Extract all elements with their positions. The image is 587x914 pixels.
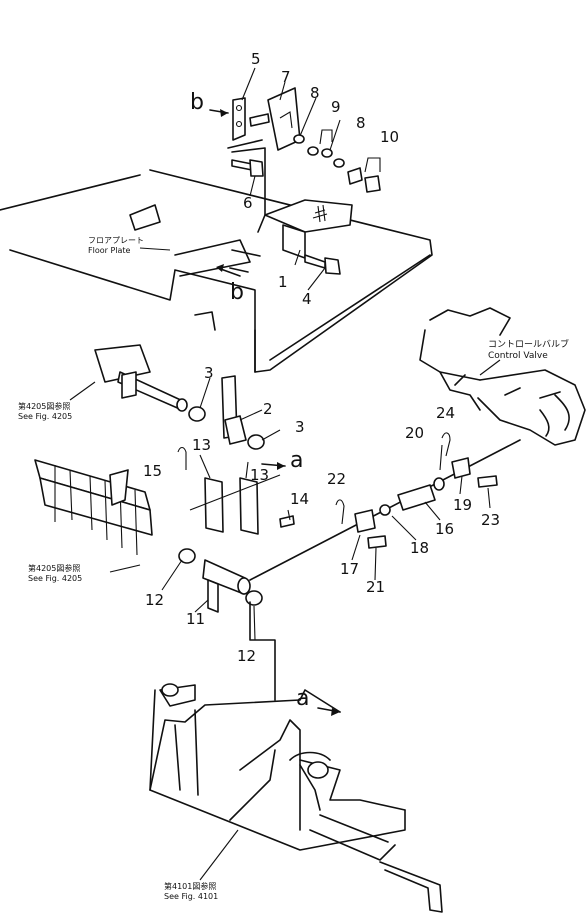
ref2-jp: 第4205図参照 bbox=[28, 564, 81, 573]
callout-3a: 3 bbox=[204, 364, 214, 382]
bolt-hardware-top bbox=[231, 113, 381, 275]
ref1-en: See Fig. 4205 bbox=[18, 412, 73, 421]
callout-8a: 8 bbox=[310, 84, 320, 102]
see-fig-4101: 第4101図参照 See Fig. 4101 bbox=[164, 882, 218, 902]
ref2-en: See Fig. 4205 bbox=[28, 574, 83, 583]
center-lever-parts bbox=[178, 375, 295, 613]
callout-24: 24 bbox=[436, 404, 456, 422]
callout-2: 2 bbox=[263, 400, 273, 418]
callout-9: 9 bbox=[331, 98, 341, 116]
floor-plate-label: フロアプレート Floor Plate bbox=[88, 236, 144, 256]
floor-plate bbox=[0, 169, 433, 373]
callout-18: 18 bbox=[410, 539, 430, 557]
rod-linkage bbox=[177, 432, 521, 581]
left-shaft-lower bbox=[34, 459, 153, 556]
callout-12b: 12 bbox=[237, 647, 257, 665]
section-mark-b-top: b bbox=[190, 90, 204, 115]
control-valve bbox=[419, 307, 586, 446]
control-valve-label: コントロールバルブ Control Valve bbox=[488, 340, 569, 362]
callout-12a: 12 bbox=[145, 591, 165, 609]
callout-10: 10 bbox=[380, 128, 400, 146]
floor-plate-en: Floor Plate bbox=[88, 246, 131, 255]
callout-7: 7 bbox=[281, 68, 291, 86]
callout-5: 5 bbox=[251, 50, 261, 68]
callout-23: 23 bbox=[481, 511, 501, 529]
control-valve-jp: コントロールバルブ bbox=[488, 340, 570, 350]
leader-lines bbox=[69, 67, 501, 881]
callout-19: 19 bbox=[453, 496, 473, 514]
left-shaft-upper bbox=[94, 344, 188, 412]
callout-14: 14 bbox=[290, 490, 310, 508]
lower-frame bbox=[149, 601, 443, 913]
callout-20: 20 bbox=[405, 424, 425, 442]
callout-1: 1 bbox=[278, 273, 288, 291]
callout-6: 6 bbox=[243, 194, 253, 212]
callout-13b: 13 bbox=[250, 466, 270, 484]
see-fig-4205-lower: 第4205図参照 See Fig. 4205 bbox=[28, 564, 82, 584]
control-valve-en: Control Valve bbox=[488, 351, 548, 361]
callout-3b: 3 bbox=[295, 418, 305, 436]
see-fig-4205-upper: 第4205図参照 See Fig. 4205 bbox=[18, 402, 72, 422]
ref3-en: See Fig. 4101 bbox=[164, 892, 219, 901]
section-a-arrows bbox=[261, 462, 341, 716]
section-mark-b-bottom: b bbox=[230, 280, 244, 305]
callout-21: 21 bbox=[366, 578, 386, 596]
callout-17: 17 bbox=[340, 560, 360, 578]
section-mark-a-right: a bbox=[290, 448, 304, 473]
ref1-jp: 第4205図参照 bbox=[18, 402, 71, 411]
section-b-arrows bbox=[209, 109, 241, 277]
callout-8b: 8 bbox=[356, 114, 366, 132]
section-mark-a-bottom: a bbox=[296, 686, 310, 711]
callout-16: 16 bbox=[435, 520, 455, 538]
callout-15: 15 bbox=[143, 462, 163, 480]
callout-4: 4 bbox=[302, 290, 312, 308]
callout-11: 11 bbox=[186, 610, 206, 628]
ref3-jp: 第4101図参照 bbox=[164, 882, 217, 891]
callout-22: 22 bbox=[327, 470, 347, 488]
floor-plate-jp: フロアプレート bbox=[88, 236, 144, 245]
callout-13a: 13 bbox=[192, 436, 212, 454]
